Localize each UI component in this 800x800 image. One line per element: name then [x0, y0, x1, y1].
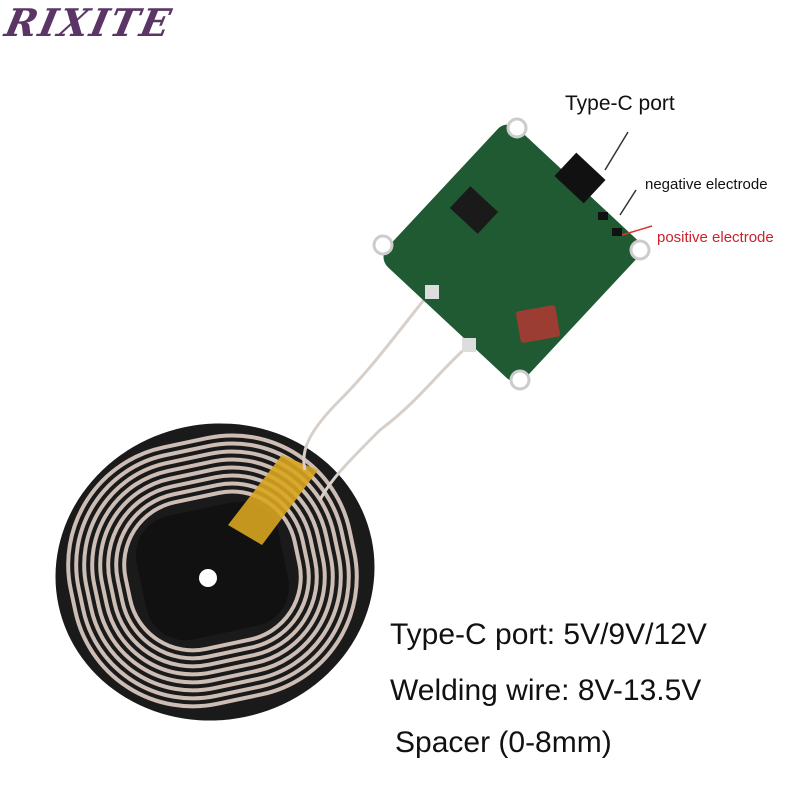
- kapton-tape: [228, 455, 318, 545]
- type-c-voltage-spec: Type-C port: 5V/9V/12V: [390, 618, 707, 651]
- coil-windings: [66, 433, 359, 709]
- capacitor: [516, 305, 560, 343]
- receiver-pcb: [372, 117, 651, 391]
- negative-electrode-label: negative electrode: [645, 176, 768, 193]
- negative-callout-line: [619, 189, 637, 216]
- negative-pad: [598, 212, 608, 220]
- positive-electrode-label: positive electrode: [657, 229, 774, 246]
- solder-pad: [425, 285, 439, 299]
- type-c-port-label: Type-C port: [565, 92, 675, 115]
- type-c-connector: [554, 152, 606, 204]
- brand-logo: RIXITE: [1, 0, 177, 45]
- charging-coil: [55, 423, 375, 721]
- positive-pad: [612, 228, 622, 236]
- ic-chip: [449, 186, 499, 234]
- welding-wire-voltage-spec: Welding wire: 8V-13.5V: [390, 674, 702, 707]
- coil-leads: [302, 291, 469, 501]
- mounting-hole: [509, 369, 531, 391]
- solder-pad: [462, 338, 476, 352]
- spacer-spec: Spacer (0-8mm): [395, 726, 612, 759]
- mounting-hole: [506, 117, 528, 139]
- positive-callout-line: [621, 225, 653, 236]
- mounting-hole: [629, 239, 651, 261]
- center-hole: [199, 569, 217, 587]
- pcb-board: [383, 124, 641, 382]
- mounting-hole: [372, 234, 394, 256]
- type-c-callout-line: [604, 131, 629, 171]
